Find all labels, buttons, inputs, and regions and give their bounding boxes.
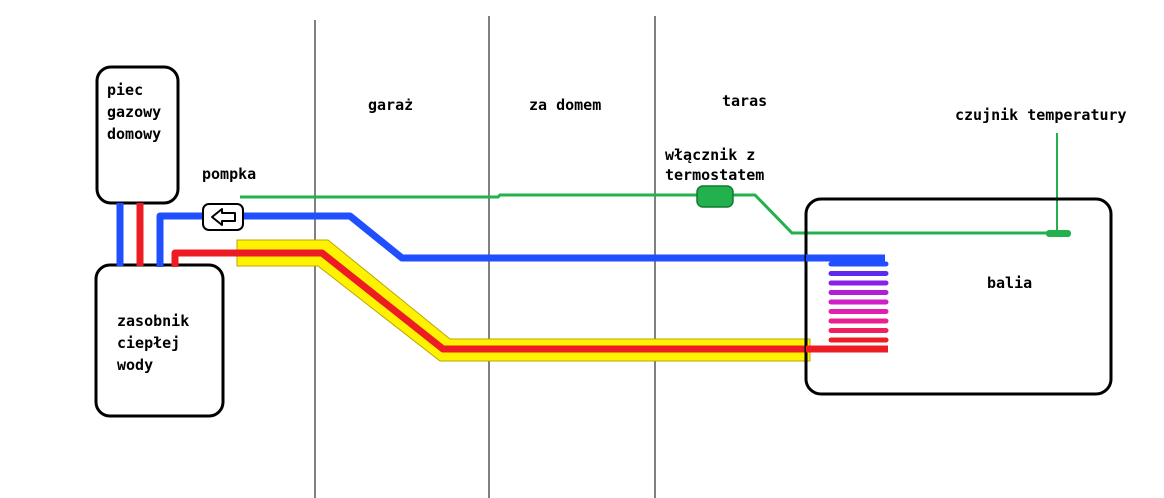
boiler-label-line-1: piec [107,81,144,99]
zone-label-behind-house: za domem [529,96,602,114]
switch-label-line-1: włącznik z [665,146,756,164]
thermostat-switch [696,185,734,208]
hot-supply-pipe [171,249,888,353]
boiler-label-line-2: gazowy [107,103,162,121]
hot-tub-box [804,197,1113,396]
zone-label-garage: garaż [368,96,414,114]
pump [202,203,244,231]
pump-label: pompka [202,165,257,183]
boiler-label-line-3: domowy [107,125,162,143]
tub-label: balia [987,274,1033,292]
tank-label-line-1: zasobnik [117,312,190,330]
arrow-left-icon [211,208,236,226]
zone-label-terrace: taras [722,92,768,110]
signal-wire [240,193,697,199]
tank-label-line-3: wody [117,356,154,374]
cold-return-pipe [156,212,885,267]
temperature-sensor [1046,230,1071,237]
sensor-label: czujnik temperatury [955,106,1127,124]
tank-label-line-2: ciepłej [117,334,181,352]
switch-label-line-2: termostatem [665,166,765,184]
signal-wire-to-sensor [733,193,1052,235]
heat-exchanger-coil [828,261,889,343]
